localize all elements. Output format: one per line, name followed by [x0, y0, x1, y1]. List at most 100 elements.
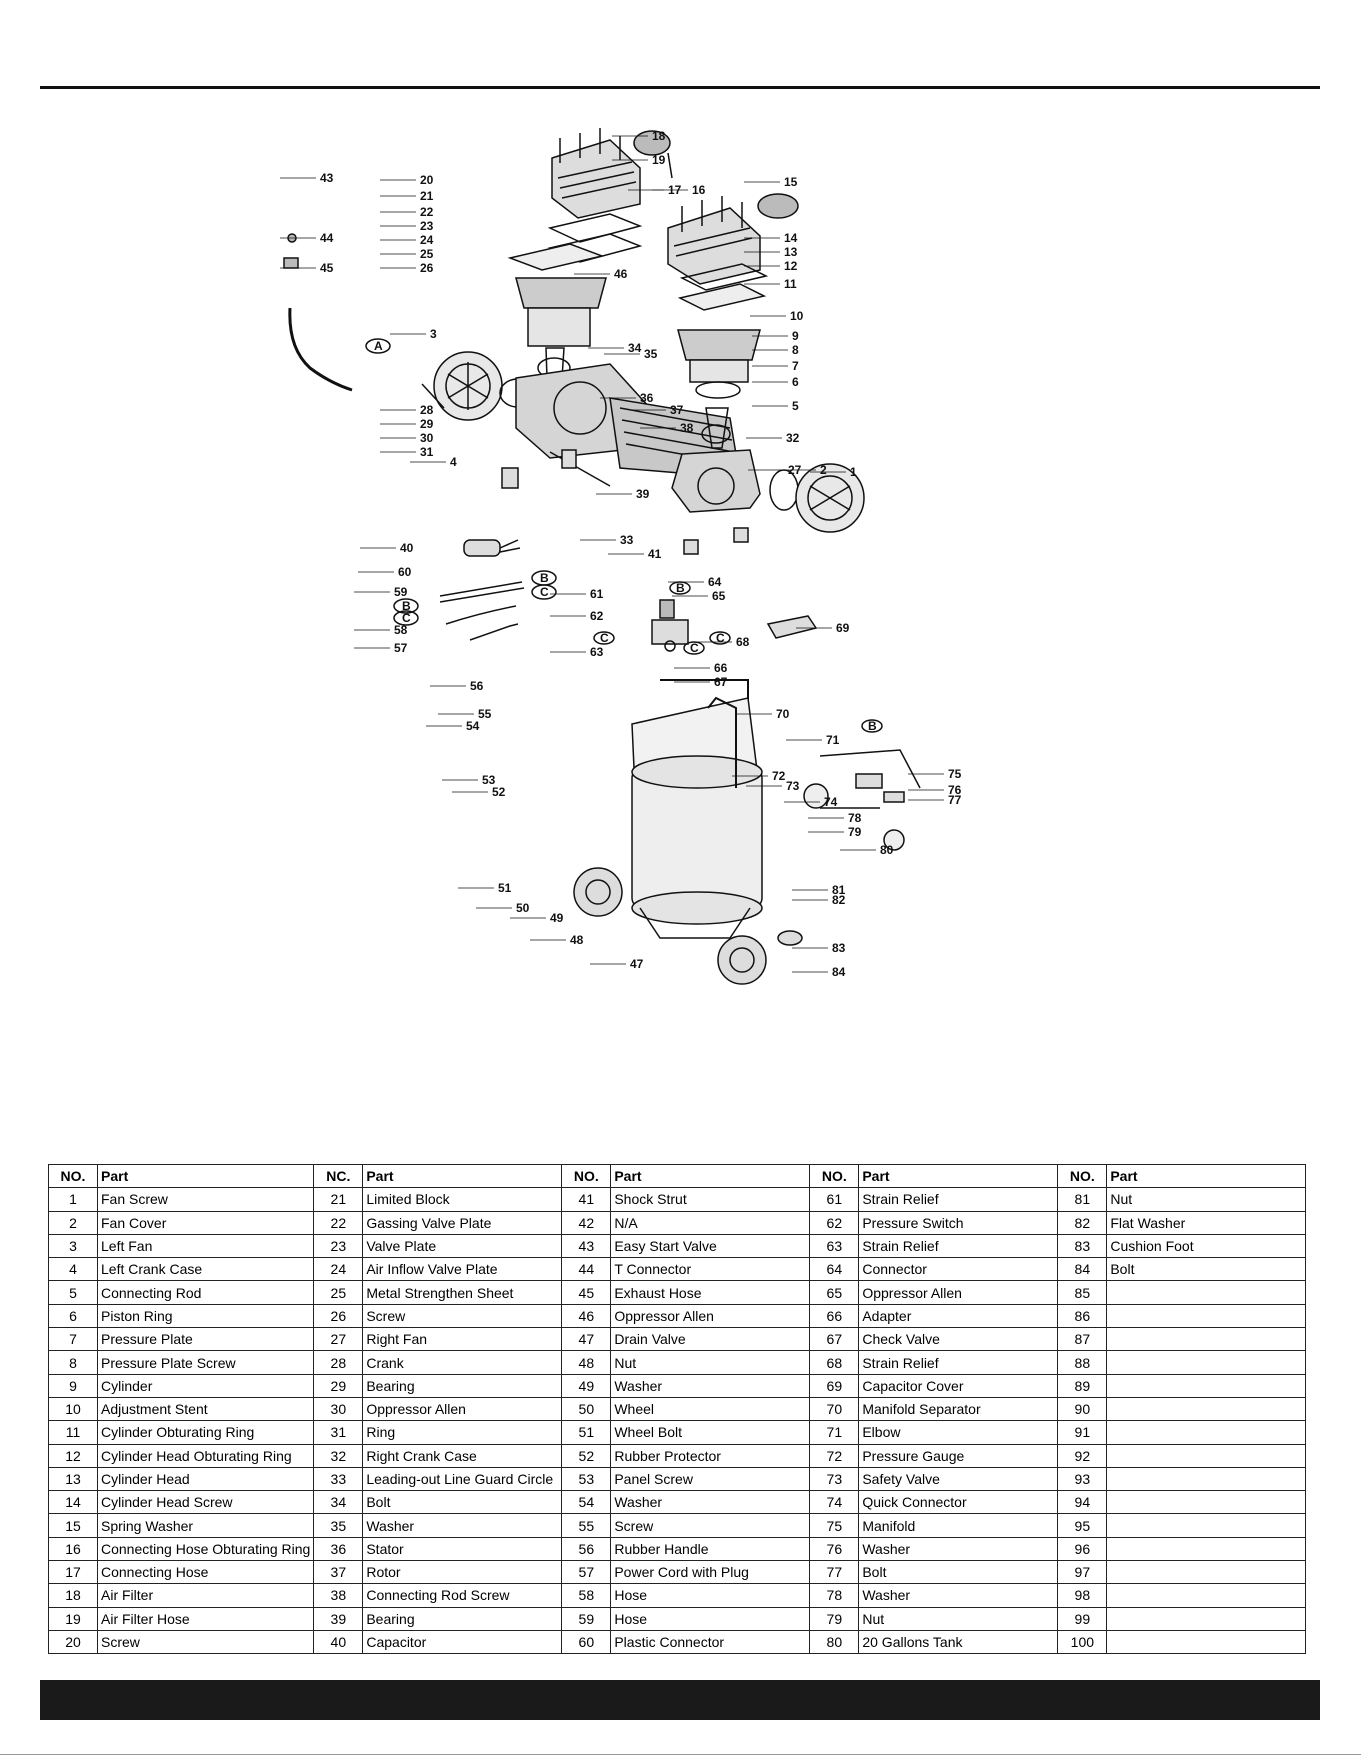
col-header-part: Part — [610, 1163, 811, 1189]
part-number-cell: 7 — [48, 1327, 98, 1352]
part-name-cell: Wheel — [610, 1396, 811, 1422]
callout-number: 7 — [792, 359, 799, 373]
part-name-cell: Nut — [1106, 1187, 1307, 1212]
callout-number: 46 — [614, 267, 628, 281]
part-name-cell — [1106, 1629, 1307, 1655]
callout-number: 19 — [652, 153, 666, 167]
callout-number: 27 — [788, 463, 802, 477]
callout-number: 5 — [792, 399, 799, 413]
col-header-no: NO. — [1057, 1163, 1108, 1189]
part-name-cell: Air Inflow Valve Plate — [362, 1257, 563, 1282]
part-name-cell: Bearing — [362, 1606, 563, 1631]
callout-number: 72 — [772, 769, 786, 783]
part-number-cell: 14 — [48, 1490, 98, 1515]
part-number-cell: 49 — [561, 1373, 612, 1398]
part-name-cell: Flat Washer — [1106, 1210, 1307, 1235]
diagram-svg: 1234567891011121314151617181920212223242… — [280, 128, 962, 985]
part-name-cell: Strain Relief — [858, 1187, 1059, 1212]
part-name-cell: Capacitor — [362, 1629, 563, 1655]
part-name-cell — [1106, 1560, 1307, 1585]
part-number-cell: 93 — [1057, 1466, 1108, 1492]
connector-letter: B — [676, 581, 685, 595]
part-number-cell: 98 — [1057, 1583, 1108, 1608]
callout-number: 24 — [420, 233, 434, 247]
part-number-cell: 29 — [313, 1373, 364, 1398]
col-header-part: Part — [858, 1163, 1059, 1189]
part-number-cell: 61 — [809, 1187, 860, 1212]
part-name-cell: Fan Screw — [96, 1187, 315, 1212]
part-number-cell: 94 — [1057, 1490, 1108, 1515]
part-number-cell: 45 — [561, 1280, 612, 1305]
part-number-cell: 56 — [561, 1536, 612, 1562]
part-name-cell — [1106, 1280, 1307, 1305]
part-name-cell: Quick Connector — [858, 1490, 1059, 1515]
part-name-cell: Bolt — [362, 1490, 563, 1515]
part-name-cell — [1106, 1396, 1307, 1422]
part-name-cell: Screw — [96, 1629, 315, 1655]
col-header-part: Part — [96, 1163, 315, 1189]
callout-number: 26 — [420, 261, 434, 275]
part-name-cell — [1106, 1327, 1307, 1352]
part-number-cell: 5 — [48, 1280, 98, 1305]
part-number-cell: 44 — [561, 1257, 612, 1282]
part-name-cell: Air Filter Hose — [96, 1606, 315, 1631]
callout-number: 4 — [450, 455, 457, 469]
callout-number: 71 — [826, 733, 840, 747]
callout-number: 49 — [550, 911, 564, 925]
callout-number: 73 — [786, 779, 800, 793]
part-number-cell: 15 — [48, 1513, 98, 1538]
part-number-cell: 79 — [809, 1606, 860, 1631]
callout-number: 13 — [784, 245, 798, 259]
part-name-cell: Hose — [610, 1583, 811, 1608]
part-number-cell: 73 — [809, 1466, 860, 1492]
callout-number: 61 — [590, 587, 604, 601]
callout-number: 64 — [708, 575, 722, 589]
part-number-cell: 6 — [48, 1303, 98, 1329]
callout-number: 9 — [792, 329, 799, 343]
part-name-cell: Piston Ring — [96, 1303, 315, 1329]
callout-number: 41 — [648, 547, 662, 561]
callout-number: 11 — [784, 277, 797, 291]
part-name-cell: Elbow — [858, 1420, 1059, 1445]
part-name-cell: Fan Cover — [96, 1210, 315, 1235]
part-number-cell: 20 — [48, 1629, 98, 1655]
callout-number: 31 — [420, 445, 434, 459]
callout-number: 36 — [640, 391, 654, 405]
callout-number: 45 — [320, 261, 334, 275]
part-number-cell: 41 — [561, 1187, 612, 1212]
part-name-cell: Oppressor Allen — [362, 1396, 563, 1422]
callout-number: 21 — [420, 189, 434, 203]
part-name-cell: Crank — [362, 1350, 563, 1375]
callout-number: 70 — [776, 707, 790, 721]
callout-number: 6 — [792, 375, 799, 389]
connector-letter: C — [716, 631, 725, 645]
callout-number: 65 — [712, 589, 726, 603]
part-number-cell: 60 — [561, 1629, 612, 1655]
part-number-cell: 21 — [313, 1187, 364, 1212]
callout-number: 40 — [400, 541, 414, 555]
callout-number: 22 — [420, 205, 434, 219]
callout-number: 10 — [790, 309, 804, 323]
part-number-cell: 35 — [313, 1513, 364, 1538]
part-name-cell: Manifold Separator — [858, 1396, 1059, 1422]
part-name-cell: Washer — [858, 1536, 1059, 1562]
part-name-cell: N/A — [610, 1210, 811, 1235]
part-number-cell: 84 — [1057, 1257, 1108, 1282]
part-number-cell: 25 — [313, 1280, 364, 1305]
callout-number: 38 — [680, 421, 694, 435]
part-number-cell: 23 — [313, 1233, 364, 1259]
part-name-cell — [1106, 1443, 1307, 1468]
callout-number: 78 — [848, 811, 862, 825]
part-number-cell: 10 — [48, 1396, 98, 1422]
part-name-cell: Right Crank Case — [362, 1443, 563, 1468]
callout-number: 33 — [620, 533, 634, 547]
part-name-cell: Ring — [362, 1420, 563, 1445]
parts-list-table: NO. Part NC. Part NO. Part NO. Part NO. … — [48, 1163, 1307, 1655]
connector-letter: A — [374, 339, 383, 353]
callout-number: 35 — [644, 347, 658, 361]
part-number-cell: 2 — [48, 1210, 98, 1235]
